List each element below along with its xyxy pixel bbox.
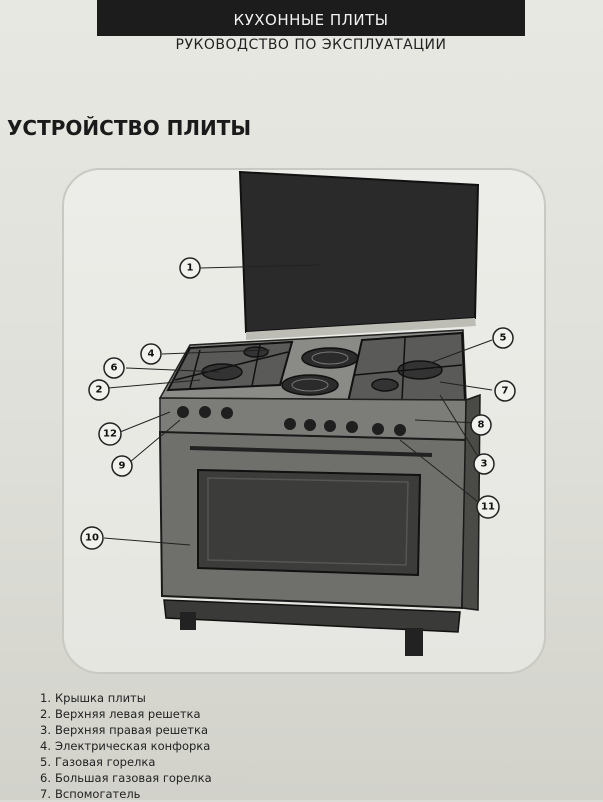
callout-10: 10: [80, 526, 104, 550]
header-title: КУХОННЫЕ ПЛИТЫ: [233, 11, 389, 29]
stove-lid: [238, 170, 480, 334]
svg-text:6: 6: [111, 363, 118, 374]
stove-leg: [180, 612, 196, 630]
callout-6: 6: [103, 357, 125, 379]
control-knob: [346, 421, 358, 433]
svg-text:10: 10: [85, 533, 99, 544]
svg-text:9: 9: [119, 461, 126, 472]
svg-text:7: 7: [502, 386, 509, 397]
legend-item: 7.Вспомогатель: [40, 787, 141, 801]
control-knob: [372, 423, 384, 435]
callout-9: 9: [111, 455, 133, 477]
callout-5: 5: [492, 327, 514, 349]
legend-item: 6.Большая газовая горелка: [40, 771, 212, 785]
control-knob: [394, 424, 406, 436]
parts-legend: 1.Крышка плиты 2.Верхняя левая решетка 3…: [40, 690, 212, 802]
svg-text:5: 5: [500, 333, 507, 344]
svg-text:12: 12: [103, 429, 117, 440]
header-bar: КУХОННЫЕ ПЛИТЫ: [97, 0, 525, 36]
legend-item: 3.Верхняя правая решетка: [40, 723, 208, 737]
right-small-burner: [371, 378, 399, 392]
oven-handle: [189, 446, 433, 457]
callout-4: 4: [140, 343, 162, 365]
callout-12: 12: [98, 422, 122, 446]
oven-window: [197, 468, 422, 577]
side-panel: [461, 393, 481, 611]
callout-7: 7: [494, 380, 516, 402]
legend-item: 4.Электрическая конфорка: [40, 739, 211, 753]
knobs-right: [284, 418, 406, 436]
right-large-burner: [397, 360, 443, 380]
section-title: УСТРОЙСТВО ПЛИТЫ: [7, 116, 252, 140]
control-knob: [221, 407, 233, 419]
svg-text:11: 11: [481, 502, 495, 513]
svg-text:3: 3: [481, 459, 488, 470]
control-knob: [199, 406, 211, 418]
header-subtitle: РУКОВОДСТВО ПО ЭКСПЛУАТАЦИИ: [175, 37, 447, 53]
control-knob: [324, 420, 336, 432]
left-large-burner: [201, 363, 243, 381]
svg-text:8: 8: [478, 420, 485, 431]
callout-8: 8: [470, 414, 492, 436]
legend-item: 2.Верхняя левая решетка: [40, 707, 201, 721]
bottom-drawer: [163, 599, 461, 633]
electric-hotplate-back: [301, 347, 359, 369]
stove-leg: [405, 628, 423, 656]
control-knob: [304, 419, 316, 431]
svg-text:2: 2: [96, 385, 103, 396]
knobs-left: [177, 406, 233, 419]
legend-item: 5.Газовая горелка: [40, 755, 156, 769]
lid-hinge-strip: [246, 318, 476, 340]
legend-item: 1.Крышка плиты: [40, 691, 146, 705]
callout-1: 1: [179, 257, 201, 279]
svg-text:4: 4: [148, 349, 155, 360]
callout-11: 11: [476, 495, 500, 519]
callout-2: 2: [88, 379, 110, 401]
svg-text:1: 1: [187, 263, 194, 274]
electric-hotplate-front: [281, 374, 339, 396]
control-knob: [284, 418, 296, 430]
control-knob: [177, 406, 189, 418]
left-small-burner: [243, 346, 269, 358]
callout-3: 3: [473, 453, 495, 475]
